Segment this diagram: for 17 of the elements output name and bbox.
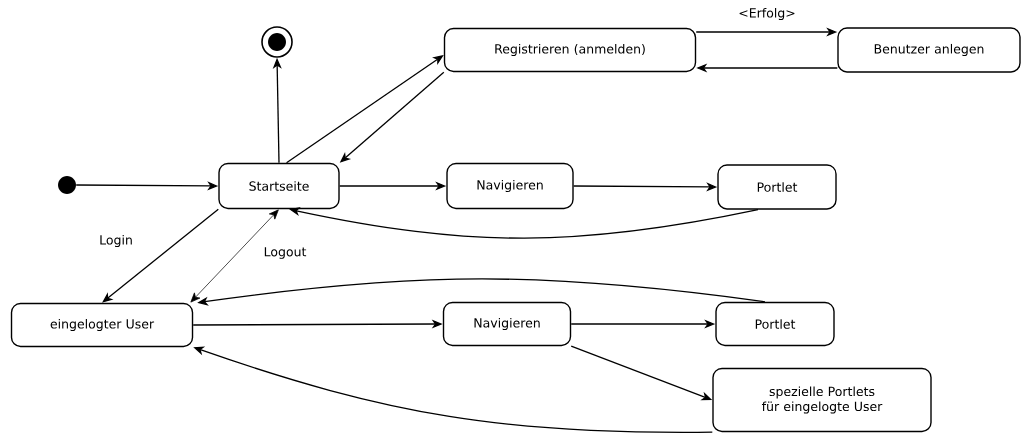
state-box: Registrieren (anmelden) [443, 27, 697, 73]
edge-label: <Erfolg> [737, 6, 797, 22]
state-box: Portlet [717, 164, 837, 210]
state-box: Startseite [218, 162, 340, 210]
edge-label: Login [98, 233, 134, 249]
state-box: Portlet [715, 301, 835, 347]
final-state-bullseye [261, 26, 293, 58]
edge-label: Logout [262, 246, 308, 260]
arrow [102, 208, 219, 303]
state-box: eingelogter User [10, 302, 194, 348]
state-box: Navigieren [446, 162, 574, 210]
state-box: Benutzer anlegen [837, 27, 1021, 73]
state-box: spezielle Portlets für eingelogte User [712, 367, 932, 433]
arrow [285, 55, 444, 164]
initial-state-dot [58, 176, 76, 194]
arrow [190, 209, 279, 303]
state-box: Navigieren [442, 301, 572, 347]
